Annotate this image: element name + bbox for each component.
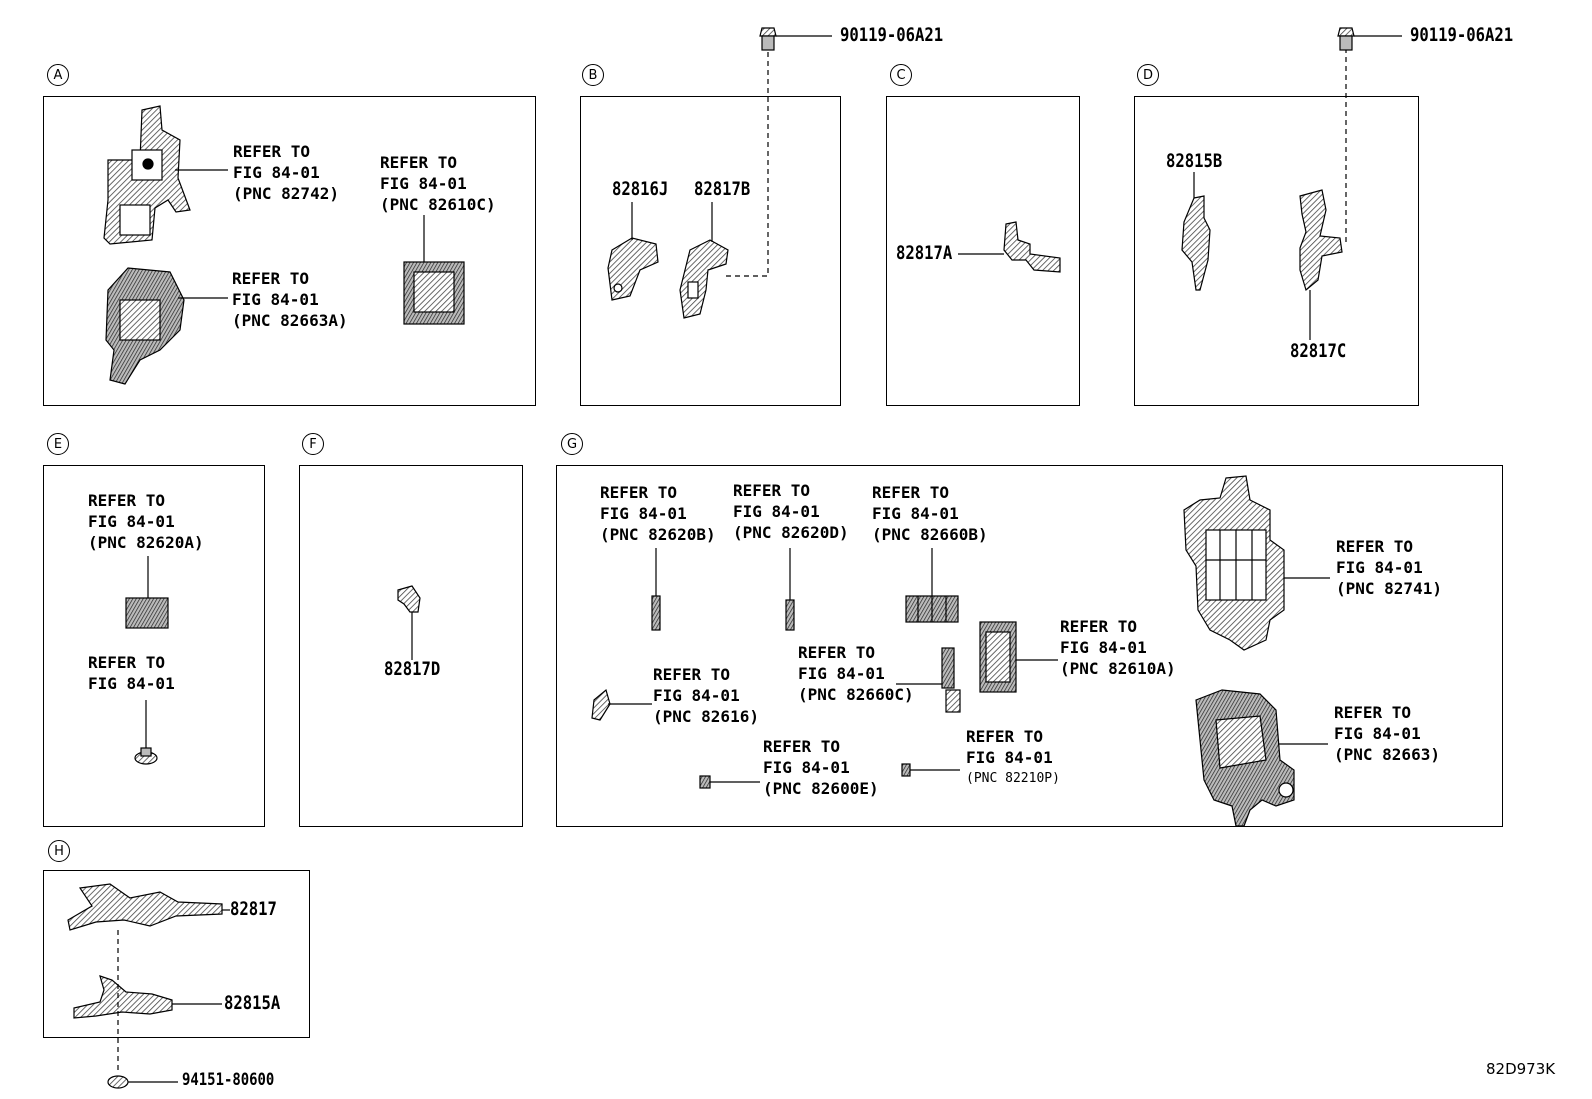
- bracket-82816j-drawing: [607, 237, 659, 301]
- junction-block-82663a-drawing: [105, 267, 185, 385]
- part-number-82817: 82817: [230, 898, 277, 920]
- section-letter-c: C: [890, 64, 912, 86]
- bracket-82815a-drawing: [73, 975, 173, 1019]
- section-letter-b: B: [582, 64, 604, 86]
- clip-82616-drawing: [591, 688, 611, 721]
- junction-block-82663-drawing: [1195, 689, 1295, 827]
- diagram-code: 82D973K: [1486, 1060, 1556, 1078]
- section-letter-f: F: [302, 433, 324, 455]
- bolt-number-d: 90119-06A21: [1410, 24, 1514, 46]
- panel-g: [556, 465, 1503, 827]
- part-number-82815a: 82815A: [224, 992, 281, 1014]
- section-letter-h: H: [48, 840, 70, 862]
- fuse-82620a-drawing: [125, 597, 169, 629]
- fuse-block-82610a-drawing: [979, 621, 1017, 693]
- part-number-82817a: 82817A: [896, 242, 953, 264]
- bolt-d-drawing: [1337, 27, 1355, 51]
- bolt-b-drawing: [759, 27, 777, 51]
- bracket-82815b-drawing: [1181, 195, 1211, 291]
- relay-82660c-drawing: [941, 647, 961, 713]
- section-letter-d: D: [1137, 64, 1159, 86]
- bolt-number-b: 90119-06A21: [840, 24, 944, 46]
- clip-drawing: [134, 747, 158, 765]
- fuse-block-82610c-drawing: [403, 261, 465, 325]
- part-number-82817b: 82817B: [694, 178, 751, 200]
- bracket-82817-drawing: [67, 883, 223, 931]
- section-letter-g: G: [561, 433, 583, 455]
- panel-c: [886, 96, 1080, 406]
- panel-h: [43, 870, 310, 1038]
- relay-block-82742-drawing: [103, 105, 191, 245]
- relay-set-82660b-drawing: [905, 595, 959, 623]
- panel-f: [299, 465, 523, 827]
- part-number-82815b: 82815B: [1166, 150, 1223, 172]
- nut-number: 94151-80600: [182, 1070, 275, 1090]
- section-letter-e: E: [47, 433, 69, 455]
- part-number-82817c: 82817C: [1290, 340, 1347, 362]
- bracket-82817a-drawing: [1003, 221, 1061, 273]
- part-number-82816j: 82816J: [612, 178, 669, 200]
- panel-d: [1134, 96, 1419, 406]
- bracket-82817c-drawing: [1299, 189, 1343, 292]
- part-number-82817d: 82817D: [384, 658, 441, 680]
- bracket-82817d-drawing: [397, 585, 421, 613]
- panel-a: [43, 96, 536, 406]
- bracket-82817b-drawing: [679, 239, 729, 319]
- relay-block-82741-drawing: [1183, 475, 1285, 651]
- section-letter-a: A: [47, 64, 69, 86]
- panel-b: [580, 96, 841, 406]
- panel-e: [43, 465, 265, 827]
- nut-drawing: [107, 1075, 129, 1089]
